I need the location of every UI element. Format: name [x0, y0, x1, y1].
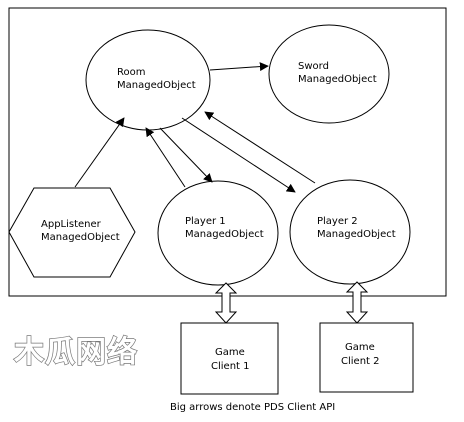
watermark-logo: 木瓜网络 — [13, 335, 138, 370]
sword-node: Sword ManagedObject — [268, 24, 390, 124]
player2-type-label: ManagedObject — [317, 229, 396, 240]
player1-ellipse — [157, 180, 279, 286]
api-arrow-client1 — [214, 282, 238, 324]
arrow-player2-to-room — [204, 111, 316, 184]
caption-text: Big arrows denote PDS Client API — [170, 402, 335, 413]
player2-ellipse — [289, 179, 411, 285]
app-listener-hexagon — [8, 187, 136, 278]
player1-label: Player 1 — [185, 216, 226, 227]
app-listener-label: AppListener — [41, 219, 102, 230]
sword-type-label: ManagedObject — [298, 74, 377, 85]
player1-node: Player 1 ManagedObject — [157, 180, 279, 286]
arrow-listener-to-room — [74, 117, 125, 188]
player1-type-label: ManagedObject — [185, 229, 264, 240]
sword-ellipse — [268, 24, 390, 124]
game-client2-label: Game — [345, 342, 375, 353]
room-label: Room — [117, 67, 145, 78]
arrow-player1-to-room — [145, 127, 186, 188]
game-client2-node: Game Client 2 — [319, 322, 414, 393]
game-client2-box — [319, 322, 414, 393]
arrow-room-to-player2 — [181, 117, 296, 193]
game-client1-node: Game Client 1 — [180, 322, 279, 395]
arrow-room-to-sword — [209, 62, 269, 72]
room-node: Room ManagedObject — [85, 29, 211, 131]
app-listener-type-label: ManagedObject — [41, 232, 120, 243]
player2-label: Player 2 — [317, 216, 358, 227]
game-client1-label: Game — [215, 347, 245, 358]
room-type-label: ManagedObject — [117, 80, 196, 91]
player2-node: Player 2 ManagedObject — [289, 179, 411, 285]
game-client2-sub-label: Client 2 — [341, 356, 380, 367]
game-client1-sub-label: Client 1 — [211, 361, 250, 372]
app-listener-node: AppListener ManagedObject — [8, 187, 136, 278]
game-client1-box — [180, 322, 279, 395]
arrow-room-to-player1 — [159, 127, 213, 183]
api-arrow-client2 — [345, 281, 369, 324]
sword-label: Sword — [298, 61, 329, 72]
